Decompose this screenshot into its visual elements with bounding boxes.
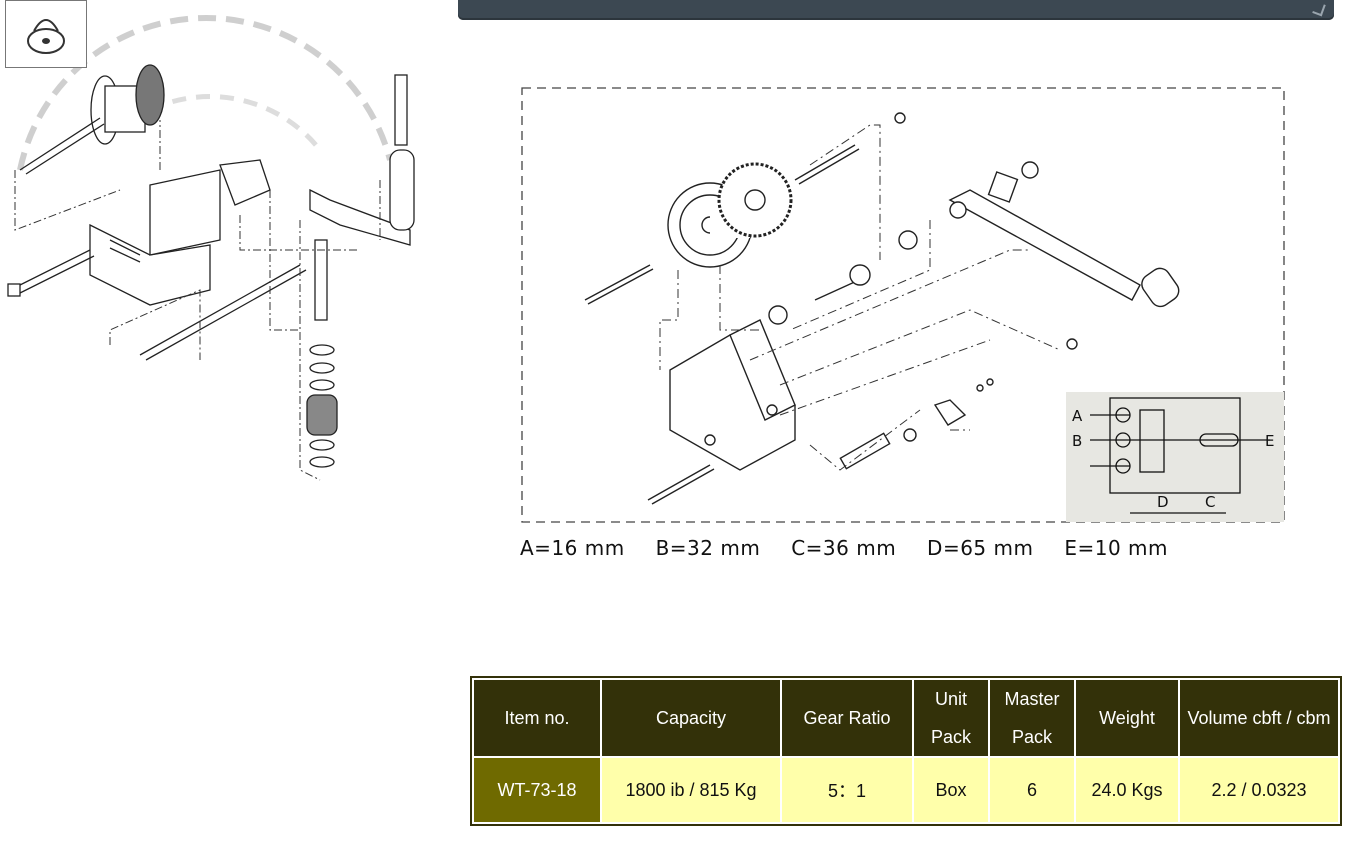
top-header-bar (458, 0, 1334, 20)
inset-label-a: A (1072, 407, 1083, 425)
winch-exploded-diagram: A B D C E (521, 87, 1285, 523)
dimension-d: D=65 mm (927, 536, 1034, 560)
cell-item-no: WT-73-18 (472, 756, 602, 824)
inset-label-b: B (1072, 432, 1082, 450)
dimension-e: E=10 mm (1064, 536, 1169, 560)
header-capacity: Capacity (600, 678, 782, 758)
table-header-row: Item no. Capacity Gear Ratio Unit Pack M… (472, 678, 1340, 758)
dimension-b: B=32 mm (655, 536, 761, 560)
cell-gear-ratio: 5：1 (780, 756, 914, 824)
cell-master-pack: 6 (988, 756, 1076, 824)
inset-label-d: D (1157, 493, 1169, 511)
left-exploded-diagram (7, 14, 415, 481)
ring-mount-icon (27, 19, 65, 54)
header-weight: Weight (1074, 678, 1180, 758)
inset-label-c: C (1205, 493, 1215, 511)
spec-table: Item no. Capacity Gear Ratio Unit Pack M… (470, 676, 1342, 826)
thumbnail-image[interactable] (5, 0, 87, 68)
check-icon (1312, 1, 1326, 17)
dimension-a: A=16 mm (520, 536, 625, 560)
header-volume: Volume cbft / cbm (1178, 678, 1340, 758)
header-master-pack: Master Pack (988, 678, 1076, 758)
inset-label-e: E (1265, 432, 1274, 450)
dimension-c: C=36 mm (791, 536, 897, 560)
header-unit-pack: Unit Pack (912, 678, 990, 758)
header-gear-ratio: Gear Ratio (780, 678, 914, 758)
dimension-legend: A=16 mm B=32 mm C=36 mm D=65 mm E=10 mm (520, 536, 1192, 560)
cell-capacity: 1800 ib / 815 Kg (600, 756, 782, 824)
cell-unit-pack: Box (912, 756, 990, 824)
table-row: WT-73-18 1800 ib / 815 Kg 5：1 Box 6 24.0… (472, 756, 1340, 824)
header-item-no: Item no. (472, 678, 602, 758)
cell-weight: 24.0 Kgs (1074, 756, 1180, 824)
cell-volume: 2.2 / 0.0323 (1178, 756, 1340, 824)
